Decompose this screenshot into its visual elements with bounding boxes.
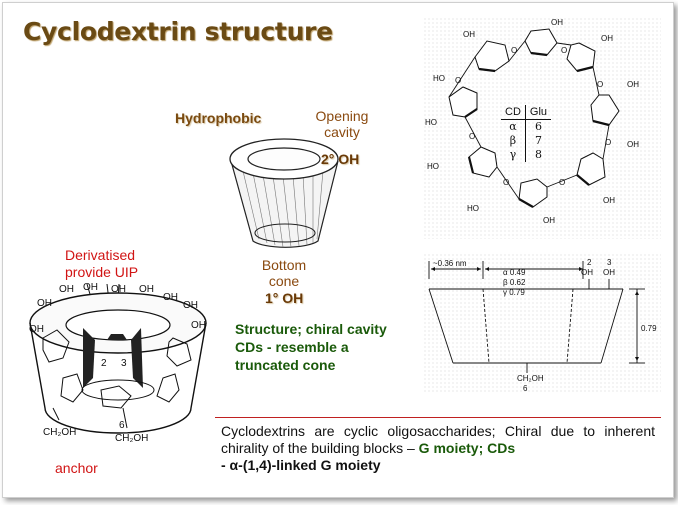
table-cd-beta: β: [509, 134, 517, 147]
ring-number-3: 3: [121, 358, 127, 369]
ring-o-8: O: [455, 76, 461, 85]
ring-o-7: O: [469, 132, 475, 141]
ring-number-2: 2: [101, 358, 107, 369]
dim-oh-b: OH: [603, 268, 615, 277]
dim-gamma: γ 0.79: [503, 288, 525, 297]
slide-title: Cyclodextrin structure: [23, 17, 333, 46]
dim-oh-a: OH: [581, 268, 593, 277]
width-label: ~0.36 nm: [433, 259, 467, 268]
oh-label-8: OH: [29, 324, 44, 335]
caption-highlight: G moiety; CDs: [418, 440, 516, 456]
oh-label-7: OH: [37, 298, 52, 309]
table-cd-gamma: γ: [509, 148, 517, 161]
cd-ring-structure: OH OH OH OH OH OH OH HO HO HO HO O O O O…: [425, 18, 639, 225]
cd-ring-model: OH OH OH OH OH OH OH OH OH 2 3 6 CH₂OH C…: [29, 282, 207, 444]
ring-oh-5: OH: [627, 140, 639, 149]
oh-label-6: OH: [183, 300, 198, 311]
caption-box: Cyclodextrins are cyclic oligosaccharide…: [215, 417, 661, 487]
bottom-line2: cone: [268, 273, 300, 289]
ring-ho-4: HO: [433, 74, 445, 83]
oh-label-4: OH: [139, 284, 154, 295]
ring-ho-2: HO: [427, 162, 439, 171]
opening-cavity-label: Opening cavity: [312, 108, 372, 140]
table-glu-alpha: 6: [524, 119, 552, 134]
primary-oh-label: 1° OH: [265, 290, 304, 306]
ring-ho-3: HO: [425, 118, 437, 127]
table-glu-gamma: 8: [524, 148, 552, 162]
ring-number-6: 6: [119, 420, 125, 431]
ring-o-3: O: [597, 80, 603, 89]
table-cd-alpha: α: [509, 120, 517, 133]
oh-label-3: OH: [111, 284, 126, 295]
ring-o-1: O: [511, 46, 517, 55]
ring-oh-6: OH: [603, 196, 615, 205]
oh-label-9: OH: [191, 320, 206, 331]
derivatised-line2: provide UIP: [65, 264, 139, 280]
structure-note-line2: CDs - resemble a: [235, 339, 349, 355]
dim-pos3: 3: [607, 258, 612, 267]
oh-label-2: OH: [83, 282, 98, 293]
ring-o-6: O: [503, 178, 509, 187]
cone-diagram: [229, 138, 339, 248]
slide: Cyclodextrin structure Hydrophobic Openi…: [2, 2, 674, 498]
ring-ho-1: HO: [467, 204, 479, 213]
anchor-label: anchor: [55, 460, 98, 476]
hydrophobic-label: Hydrophobic: [175, 110, 262, 126]
table-header-glu: Glu: [524, 105, 552, 120]
ring-oh-3: OH: [601, 34, 613, 43]
ring-o-5: O: [559, 178, 565, 187]
ring-oh-4: OH: [627, 80, 639, 89]
dimensions-diagram: ~0.36 nm α 0.49 β 0.62 γ 0.79 2 3 OH OH …: [428, 258, 657, 393]
dimensions-bg: [423, 253, 661, 393]
opening-line2: cavity: [324, 124, 360, 140]
cd-glucose-table: CD Glu α 6 β 7 γ 8: [501, 105, 552, 162]
oh-label-5: OH: [163, 292, 178, 303]
secondary-oh-label: 2° OH: [321, 151, 360, 167]
structure-note-line1: Structure; chiral cavity: [235, 321, 387, 337]
bottom-line1: Bottom: [261, 257, 307, 273]
dim-pos6: 6: [523, 384, 528, 393]
dim-alpha: α 0.49: [503, 268, 526, 277]
ring-oh-7: OH: [543, 216, 555, 225]
ch2oh-right: CH₂OH: [115, 433, 148, 444]
caption-part1: Cyclodextrins are cyclic oligosaccharide…: [221, 423, 655, 456]
derivatised-line1: Derivatised: [65, 247, 136, 263]
ch2oh-left: CH₂OH: [43, 427, 76, 438]
dim-ch2oh: CH₂OH: [517, 374, 544, 383]
table-header-cd: CD: [501, 105, 526, 120]
table-glu-beta: 7: [524, 134, 552, 148]
opening-line1: Opening: [315, 108, 369, 124]
structure-note-line3: truncated cone: [235, 357, 336, 373]
caption-part2: - α-(1,4)-linked G moiety: [221, 457, 381, 473]
bottom-cone-label: Bottom cone: [257, 257, 311, 289]
dim-beta: β 0.62: [503, 278, 526, 287]
derivatised-label: Derivatised provide UIP: [65, 247, 138, 281]
dim-pos2: 2: [587, 258, 592, 267]
structure-note: Structure; chiral cavity CDs - resemble …: [235, 320, 415, 374]
oh-label-1: OH: [59, 284, 74, 295]
ring-o-2: O: [561, 46, 567, 55]
ring-oh-2: OH: [551, 18, 563, 27]
dim-height: 0.79: [641, 324, 657, 333]
ring-oh-1: OH: [463, 30, 475, 39]
ring-o-4: O: [605, 138, 611, 147]
